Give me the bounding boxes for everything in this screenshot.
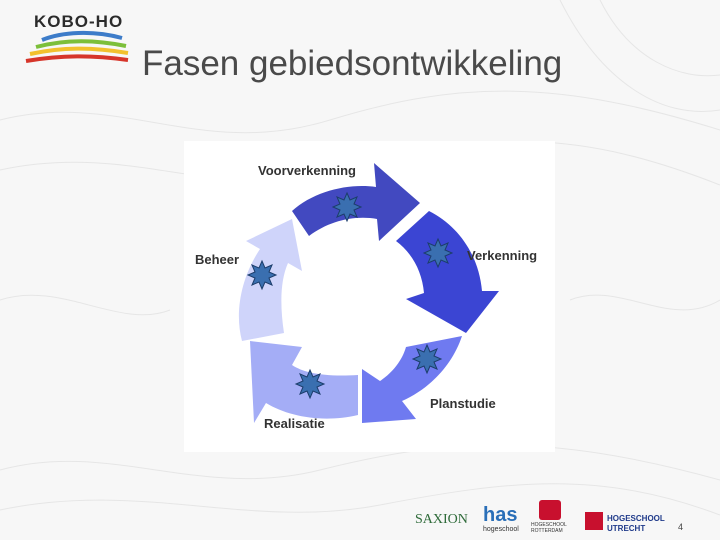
- marker-star-icon: [247, 260, 277, 290]
- rotterdam-logo: HOGESCHOOL ROTTERDAM: [531, 522, 567, 534]
- phase-cycle-diagram: Voorverkenning Verkenning Planstudie Rea…: [184, 141, 555, 452]
- utrecht-logo-mark: [585, 512, 603, 530]
- saxion-logo: SAXION: [415, 512, 468, 527]
- marker-star-icon: [423, 238, 453, 268]
- arrow-verkenning: [396, 211, 499, 333]
- logo-text: KOBO-HO: [34, 12, 124, 31]
- kobo-ho-logo: KOBO-HO: [22, 10, 132, 68]
- arrow-beheer: [238, 219, 302, 341]
- cycle-arrows: [238, 163, 499, 423]
- sponsor-logos: SAXION has hogeschool HOGESCHOOL ROTTERD…: [415, 498, 675, 538]
- page-title: Fasen gebiedsontwikkeling: [142, 44, 563, 83]
- utrecht-logo-line2: UTRECHT: [607, 524, 646, 533]
- marker-star-icon: [412, 344, 442, 374]
- label-voorverkenning: Voorverkenning: [258, 163, 357, 178]
- marker-star-icon: [332, 192, 362, 222]
- page-number: 4: [678, 522, 684, 532]
- label-verkenning: Verkenning: [467, 248, 538, 263]
- has-logo-sub: hogeschool: [483, 526, 519, 533]
- rotterdam-logo-mark: [539, 500, 561, 520]
- utrecht-logo-line1: HOGESCHOOL: [607, 514, 665, 523]
- arrow-voorverkenning: [292, 163, 420, 241]
- label-planstudie: Planstudie: [430, 396, 496, 411]
- has-logo: has: [483, 504, 518, 526]
- label-realisatie: Realisatie: [264, 416, 325, 431]
- marker-star-icon: [295, 369, 325, 399]
- logo-waves-icon: [25, 30, 129, 63]
- label-beheer: Beheer: [195, 252, 240, 267]
